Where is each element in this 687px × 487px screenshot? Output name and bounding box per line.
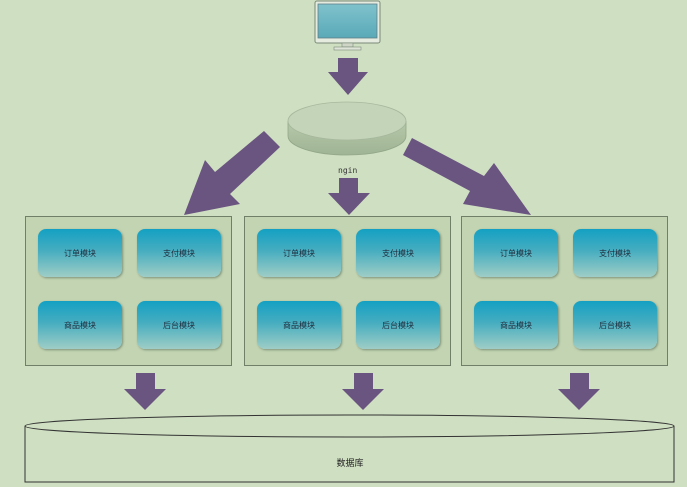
module-order: 订单模块 bbox=[38, 229, 122, 277]
server-node-1: 订单模块 支付模块 商品模块 后台模块 bbox=[25, 216, 232, 366]
module-admin: 后台模块 bbox=[573, 301, 657, 349]
gateway-label: ngin bbox=[338, 166, 358, 175]
module-payment: 支付模块 bbox=[356, 229, 440, 277]
database-cylinder bbox=[24, 414, 675, 483]
arrow-server2-to-database bbox=[342, 373, 384, 410]
client-computer-icon bbox=[314, 0, 381, 51]
module-order: 订单模块 bbox=[257, 229, 341, 277]
module-product: 商品模块 bbox=[474, 301, 558, 349]
arrow-server1-to-database bbox=[124, 373, 166, 410]
database-label: 数据库 bbox=[336, 459, 364, 469]
module-product: 商品模块 bbox=[38, 301, 122, 349]
arrow-server3-to-database bbox=[558, 373, 600, 410]
arrow-client-to-gateway bbox=[328, 58, 368, 95]
module-admin: 后台模块 bbox=[356, 301, 440, 349]
arrow-gateway-to-server-right bbox=[403, 138, 531, 215]
server-node-2: 订单模块 支付模块 商品模块 后台模块 bbox=[244, 216, 451, 366]
module-payment: 支付模块 bbox=[137, 229, 221, 277]
module-payment: 支付模块 bbox=[573, 229, 657, 277]
module-order: 订单模块 bbox=[474, 229, 558, 277]
gateway-disk-icon bbox=[287, 101, 407, 156]
arrow-gateway-to-server-middle bbox=[328, 178, 370, 215]
module-admin: 后台模块 bbox=[137, 301, 221, 349]
server-node-3: 订单模块 支付模块 商品模块 后台模块 bbox=[461, 216, 668, 366]
arrow-gateway-to-server-left bbox=[184, 131, 280, 215]
module-product: 商品模块 bbox=[257, 301, 341, 349]
